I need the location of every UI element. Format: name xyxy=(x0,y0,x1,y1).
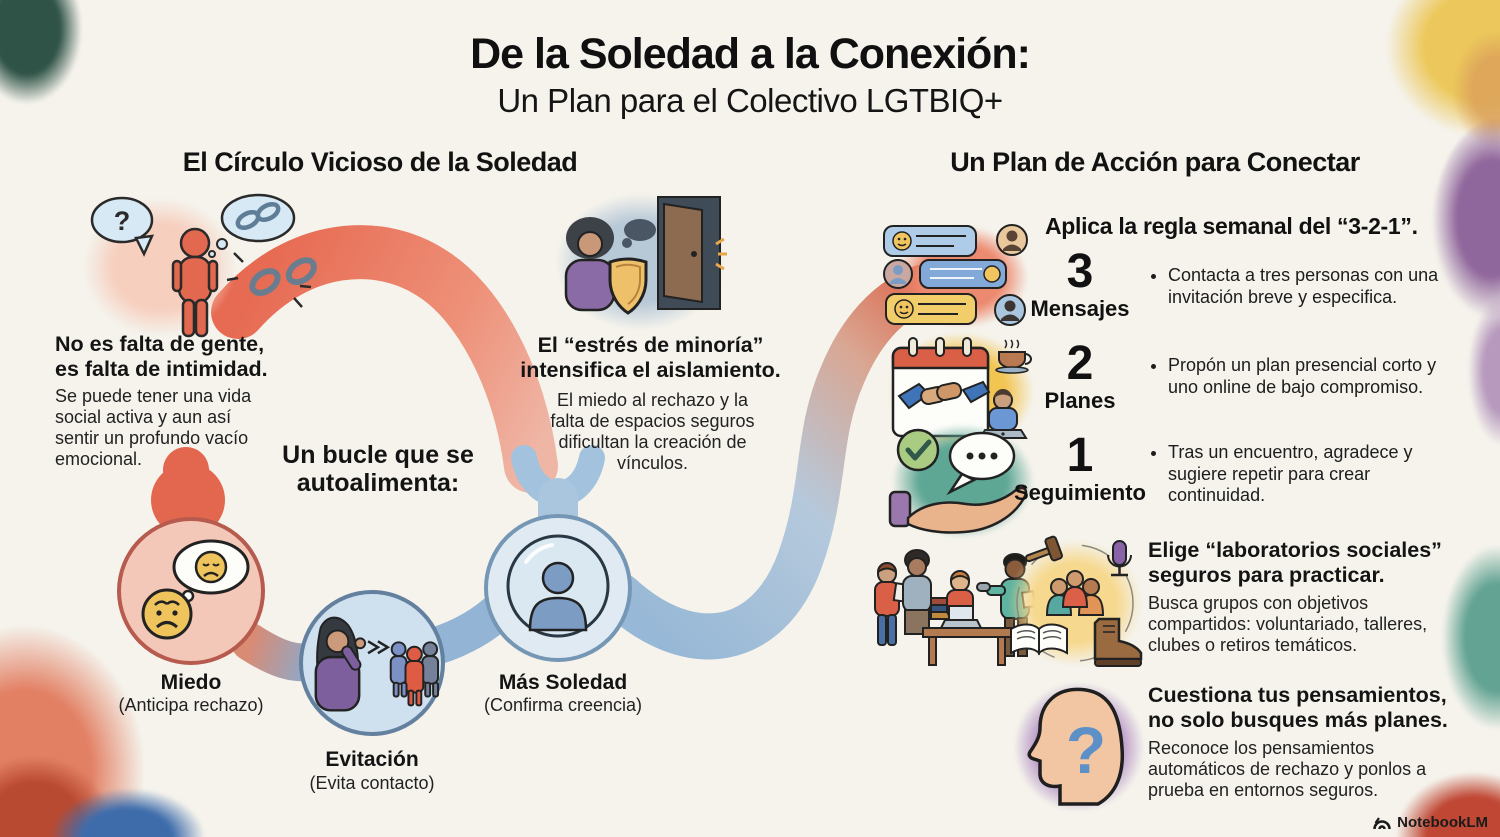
mas-soledad-icon xyxy=(506,534,610,638)
handshake-icon xyxy=(897,380,991,410)
notebooklm-label: NotebookLM xyxy=(1397,814,1488,831)
rule-text-mensajes: Contacta a tres personas con una invitac… xyxy=(1168,265,1478,308)
minority-stress-body: El miedo al rechazo y la falta de espaci… xyxy=(550,390,755,474)
notebooklm-logo-icon xyxy=(1373,817,1391,830)
microphone-icon xyxy=(1107,540,1132,577)
evitacion-circle xyxy=(299,590,445,736)
rule-321-heading: Aplica la regla semanal del “3-2-1”. xyxy=(1045,213,1418,239)
labs-heading: Elige “laboratorios sociales” seguros pa… xyxy=(1148,538,1442,587)
rule-number-1: 1 xyxy=(1066,429,1094,482)
messages-icon xyxy=(883,224,1028,326)
page-title: De la Soledad a la Conexión: xyxy=(470,30,1031,78)
activity-wheel-icon xyxy=(1010,535,1143,667)
left-section-title: El Círculo Vicioso de la Soledad xyxy=(182,147,578,177)
microphone-icon xyxy=(976,582,991,592)
thoughts-heading: Cuestiona tus pensamientos, no solo busq… xyxy=(1148,683,1448,732)
open-book-icon xyxy=(1010,623,1068,656)
lonely-person-icon: ? xyxy=(90,193,317,338)
follow-up-icon xyxy=(888,428,1028,534)
woman-figure xyxy=(564,258,616,312)
person-figure xyxy=(171,227,219,338)
right-section-title: Un Plan de Acción para Conectar xyxy=(950,147,1360,177)
open-hand-icon xyxy=(906,486,1028,534)
question-glyph: ? xyxy=(114,206,131,236)
rule-label-seguimiento: Seguimiento xyxy=(1013,480,1146,505)
group-icon xyxy=(1045,570,1105,616)
rule-text-planes: Propón un plan presencial corto y uno on… xyxy=(1168,355,1478,398)
table-icon xyxy=(922,627,1012,638)
mas-soledad-circle xyxy=(484,514,632,662)
coffee-icon xyxy=(995,339,1032,374)
evitacion-icon xyxy=(314,616,440,712)
broken-chain-icon xyxy=(226,252,317,308)
door-icon xyxy=(663,202,703,304)
shield-icon xyxy=(608,257,648,315)
intimacy-heading: No es falta de gente, es falta de intimi… xyxy=(55,332,268,381)
chain-in-thought-icon xyxy=(235,202,281,230)
intimacy-body: Se puede tener una vida social activa y … xyxy=(55,386,252,470)
gavel-icon xyxy=(1024,535,1063,563)
rule-label-planes: Planes xyxy=(1044,388,1116,413)
page-subtitle: Un Plan para el Colectivo LGTBIQ+ xyxy=(497,82,1003,119)
evitacion-sublabel: (Evita contacto) xyxy=(309,773,435,793)
thoughts-head-icon: ? xyxy=(1027,687,1125,806)
rule-number-3: 3 xyxy=(1066,245,1094,298)
group-figures xyxy=(389,641,440,707)
mas-soledad-label: Más Soledad xyxy=(498,671,628,694)
loop-label: Un bucle que se autoalimenta: xyxy=(282,441,474,498)
check-circle-icon xyxy=(896,428,940,472)
dark-thought-icon xyxy=(624,219,656,241)
rule-number-2: 2 xyxy=(1066,337,1094,390)
evitacion-label: Evitación xyxy=(325,748,419,771)
rule-text-seguimiento: Tras un encuentro, agradece y sugiere re… xyxy=(1168,442,1478,507)
miedo-label: Miedo xyxy=(160,671,222,694)
minority-stress-heading: El “estrés de minoría” intensifica el ai… xyxy=(520,333,781,382)
boot-icon xyxy=(1093,617,1143,667)
rule-label-mensajes: Mensajes xyxy=(1030,296,1130,321)
miedo-circle xyxy=(117,517,265,665)
labs-body: Busca grupos con objetivos compartidos: … xyxy=(1148,593,1428,656)
notebooklm-brand: NotebookLM xyxy=(1372,814,1488,831)
head-question-glyph: ? xyxy=(1066,713,1106,787)
miedo-icon xyxy=(141,539,250,640)
miedo-sublabel: (Anticipa rechazo) xyxy=(118,695,264,715)
thoughts-body: Reconoce los pensamientos automáticos de… xyxy=(1148,738,1427,801)
mas-soledad-sublabel: (Confirma creencia) xyxy=(483,695,643,715)
minority-stress-icon xyxy=(564,196,727,315)
